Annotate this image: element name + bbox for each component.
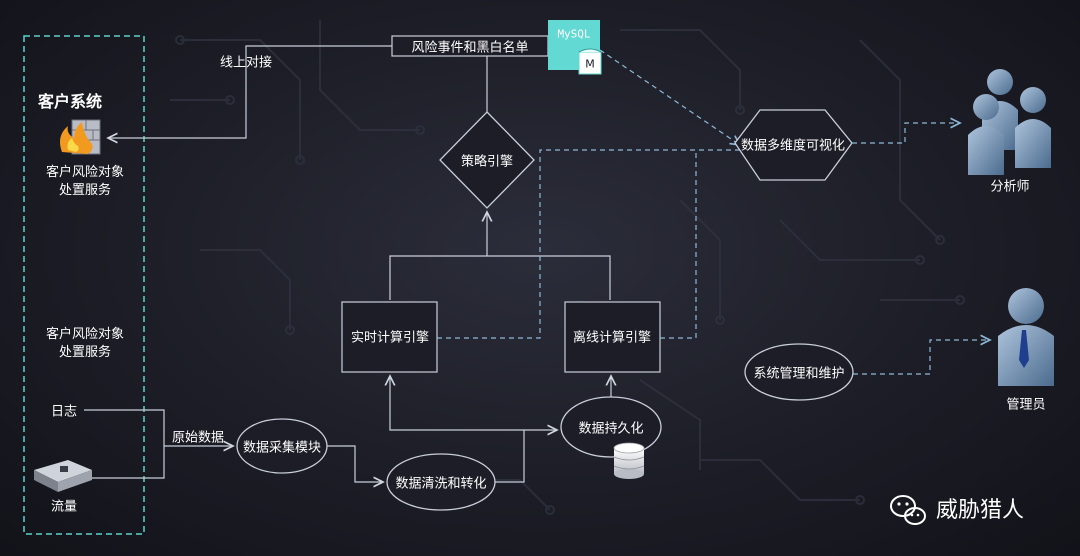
mysql-sub-label: M: [585, 57, 595, 71]
visualization-label: 数据多维度可视化: [740, 138, 846, 154]
raw-data-label: 原始数据: [171, 430, 225, 446]
analyst-icon: [968, 69, 1051, 175]
sys-manage-label: 系统管理和维护: [753, 366, 845, 382]
client-system-box: [23, 35, 145, 535]
mysql-icon: [548, 20, 602, 75]
realtime-engine-label: 实时计算引擎: [350, 330, 430, 346]
offline-engine-label: 离线计算引擎: [572, 330, 652, 346]
realtime-engine-box: [341, 301, 438, 373]
watermark: 威胁猎人: [936, 492, 1024, 524]
data-clean-label: 数据清洗和转化: [395, 476, 487, 492]
visualization-hexagon: [734, 109, 853, 181]
strategy-engine-label: 策略引擎: [460, 154, 514, 170]
analyst-label: 分析师: [990, 179, 1030, 195]
data-persist-label: 数据持久化: [578, 421, 644, 437]
strategy-engine-diamond: [439, 111, 535, 209]
circuit-background: [170, 20, 965, 515]
service-top-label: 客户风险对象 处置服务: [45, 165, 125, 198]
firewall-icon: [60, 119, 101, 155]
risk-events-label: 风险事件和黑白名单: [411, 40, 529, 56]
traffic-device-icon: [34, 460, 92, 492]
online-connect-label: 线上对接: [219, 55, 273, 71]
data-collect-label: 数据采集模块: [242, 440, 322, 456]
edge-online-connect: [108, 45, 392, 138]
wechat-logo-icon: [890, 495, 926, 525]
admin-label: 管理员: [1006, 397, 1046, 413]
offline-engine-box: [564, 301, 661, 373]
client-system-title: 客户系统: [38, 92, 103, 111]
log-label: 日志: [50, 404, 78, 420]
service-bottom-label: 客户风险对象 处置服务: [45, 327, 125, 360]
watermark-text: 威胁猎人: [936, 498, 1025, 523]
sys-manage-ellipse: [744, 343, 854, 401]
database-icon: [613, 442, 645, 479]
admin-icon: [998, 288, 1054, 386]
traffic-label: 流量: [50, 499, 78, 515]
mysql-label: MySQL: [557, 27, 591, 41]
